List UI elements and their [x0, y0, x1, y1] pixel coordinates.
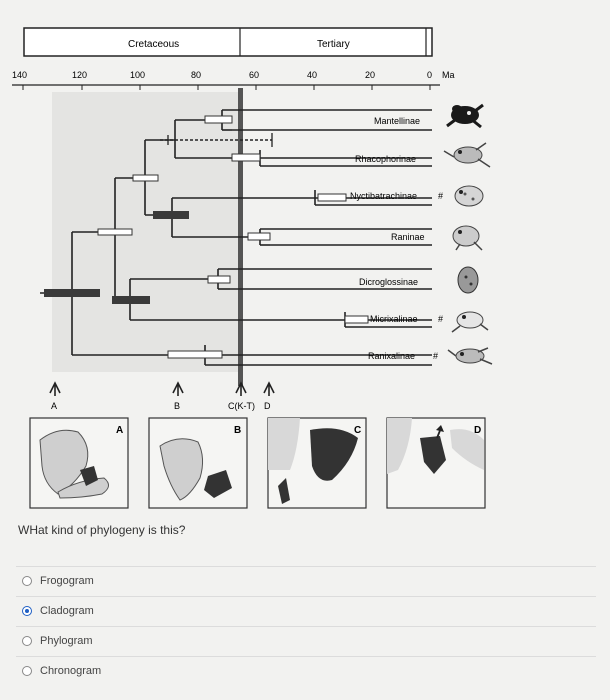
- radio-button-selected[interactable]: [22, 605, 32, 616]
- taxon-labels: Mantellinae Rhacophorinae Nyctibatrachin…: [350, 116, 443, 361]
- map-label-a: A: [116, 425, 123, 436]
- taxon-label: Mantellinae: [374, 116, 420, 126]
- taxon-label: Rhacophorinae: [355, 154, 416, 164]
- tick-label-60: 60: [249, 70, 259, 80]
- tree-extra-tips: [225, 129, 432, 366]
- tick-label-100: 100: [130, 70, 145, 80]
- option-label: Cladogram: [40, 604, 94, 617]
- taxon-mark: #: [438, 314, 443, 324]
- node-constraint-bar: [112, 296, 150, 304]
- taxon-label: Nyctibatrachinae: [350, 191, 417, 201]
- frog-icon: [457, 266, 479, 294]
- taxon-label: Ranixalinae: [368, 351, 415, 361]
- confidence-boxes: [97, 115, 369, 359]
- tick-label-40: 40: [307, 70, 317, 80]
- map-label-d: D: [474, 425, 481, 436]
- radio-button[interactable]: [22, 665, 32, 676]
- option-label: Frogogram: [40, 574, 94, 587]
- taxon-label: Raninae: [391, 232, 425, 242]
- frog-icon: [452, 225, 483, 251]
- tick-label-140: 140: [12, 70, 27, 80]
- taxon-mark: #: [438, 191, 443, 201]
- event-label-d: D: [264, 401, 271, 411]
- event-arrow-c: [235, 381, 247, 396]
- radio-button[interactable]: [22, 635, 32, 646]
- tick-label-0: 0: [427, 70, 432, 80]
- map-b: B: [148, 417, 248, 509]
- event-label-c: C(K-T): [228, 401, 255, 411]
- axis-unit-label: Ma: [442, 70, 455, 80]
- event-arrow-d: [263, 381, 275, 396]
- option-frogogram[interactable]: Frogogram: [16, 566, 596, 594]
- event-markers: [49, 381, 275, 396]
- option-cladogram[interactable]: Cladogram: [16, 596, 596, 624]
- time-axis-ticks: [22, 85, 431, 90]
- option-label: Chronogram: [40, 664, 102, 677]
- phylogeny-figure: Cretaceous Tertiary 140 120 100 80 60 40…: [12, 27, 493, 509]
- tick-label-80: 80: [191, 70, 201, 80]
- event-arrow-b: [172, 381, 184, 396]
- radio-button[interactable]: [22, 575, 32, 586]
- frog-icon: [446, 103, 484, 129]
- option-phylogram[interactable]: Phylogram: [16, 626, 596, 654]
- ranid-constraint-bar: [153, 211, 189, 219]
- frog-icon: [447, 347, 493, 365]
- taxon-mark: #: [433, 351, 438, 361]
- map-c: C: [267, 417, 367, 509]
- period-bar: [23, 27, 433, 57]
- event-label-a: A: [51, 401, 57, 411]
- question-text: WHat kind of phylogeny is this?: [18, 523, 186, 537]
- frog-icon: [443, 142, 491, 168]
- period-label-cretaceous: Cretaceous: [128, 39, 179, 50]
- frog-icon: [451, 311, 489, 333]
- frog-icon: [454, 185, 484, 207]
- taxon-label: Dicroglossinae: [359, 277, 418, 287]
- tick-label-20: 20: [365, 70, 375, 80]
- root-constraint-bar: [44, 289, 100, 297]
- option-chronogram[interactable]: Chronogram: [16, 656, 596, 684]
- map-d: D: [386, 417, 486, 509]
- map-label-c: C: [354, 425, 361, 436]
- map-label-b: B: [234, 425, 241, 436]
- map-a: A: [29, 417, 129, 509]
- event-label-b: B: [174, 401, 180, 411]
- event-arrow-a: [49, 381, 61, 396]
- option-label: Phylogram: [40, 634, 93, 647]
- frog-illustrations: [443, 103, 493, 365]
- taxon-label: Micrixalinae: [370, 314, 418, 324]
- period-label-tertiary: Tertiary: [317, 39, 350, 50]
- tick-label-120: 120: [72, 70, 87, 80]
